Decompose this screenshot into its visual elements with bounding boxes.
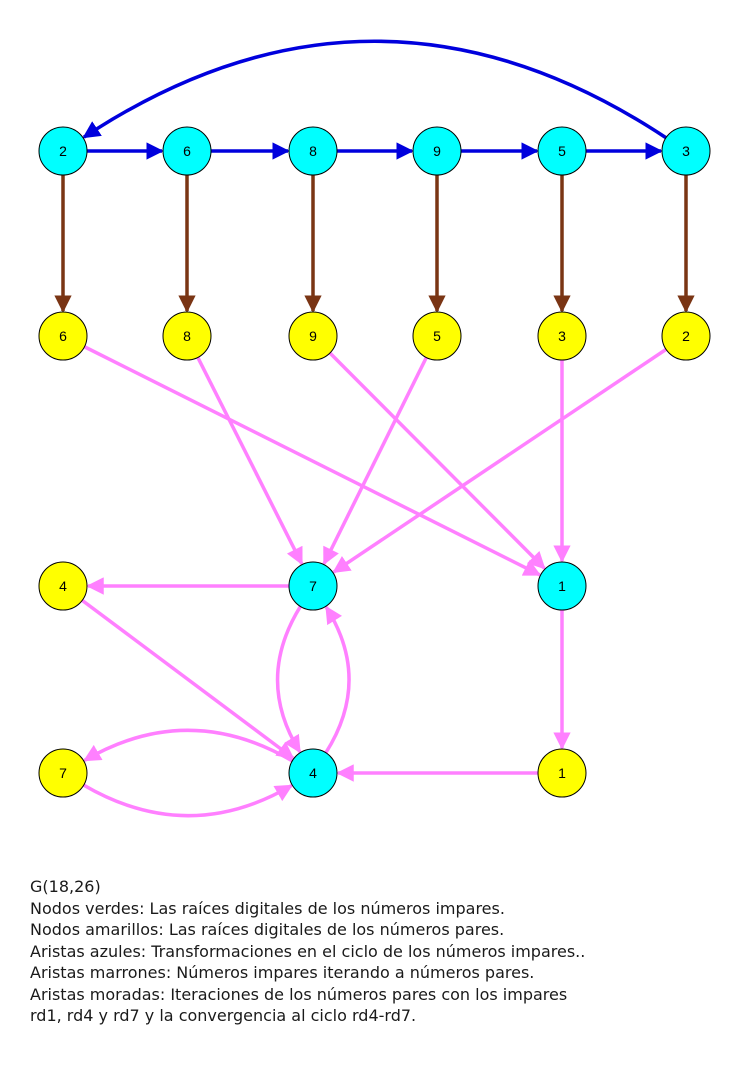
node-circle [162, 126, 212, 176]
node-circle [38, 126, 88, 176]
edge-purple-y6-to-c1 [83, 345, 542, 577]
node-even-y9: 9 [288, 311, 338, 361]
edge-purple-c7-to-c4 [275, 605, 302, 754]
node-circle [412, 126, 462, 176]
node-odd-c4: 4 [288, 748, 338, 798]
caption-blue-edges: Aristas azules: Transformaciones en el c… [30, 941, 586, 961]
node-circle [288, 311, 338, 361]
node-even-y1: 1 [537, 748, 587, 798]
node-circle [412, 311, 462, 361]
node-circle [537, 561, 587, 611]
node-circle [537, 126, 587, 176]
node-odd-c6: 6 [162, 126, 212, 176]
edge-purple-y2-to-c7 [332, 347, 668, 574]
edge-purple-y7-to-c4 [82, 783, 293, 818]
node-circle [537, 311, 587, 361]
node-circle [288, 126, 338, 176]
node-circle [288, 748, 338, 798]
node-even-y7: 7 [38, 748, 88, 798]
caption-odd-nodes: Nodos verdes: Las raíces digitales de lo… [30, 898, 505, 918]
edge-purple-c4-to-c7 [324, 605, 351, 754]
node-odd-c8: 8 [288, 126, 338, 176]
node-circle [288, 561, 338, 611]
node-label: 5 [558, 143, 566, 159]
node-circle [38, 748, 88, 798]
node-even-y6: 6 [38, 311, 88, 361]
caption-title: G(18,26) [30, 877, 101, 896]
node-label: 2 [59, 143, 67, 159]
node-label: 9 [309, 328, 317, 344]
node-circle [661, 311, 711, 361]
node-odd-c3: 3 [661, 126, 711, 176]
node-circle [38, 311, 88, 361]
node-even-y3: 3 [537, 311, 587, 361]
node-label: 7 [59, 765, 67, 781]
caption: G(18,26) Nodos verdes: Las raíces digita… [30, 876, 745, 1027]
edge-purple-y9-to-c1 [328, 351, 546, 570]
node-odd-c9: 9 [412, 126, 462, 176]
nodes-layer: 2 6 8 9 5 3 6 8 9 5 3 2 4 7 1 7 4 1 [38, 126, 711, 798]
node-label: 6 [183, 143, 191, 159]
node-circle [537, 748, 587, 798]
caption-even-nodes: Nodos amarillos: Las raíces digitales de… [30, 920, 505, 939]
node-circle [162, 311, 212, 361]
node-label: 7 [309, 578, 317, 594]
node-label: 4 [309, 765, 317, 781]
caption-purple-edges-cont: rd1, rd4 y rd7 y la convergencia al cicl… [30, 1006, 417, 1025]
edges-layer [54, 39, 695, 818]
node-label: 9 [433, 143, 441, 159]
node-odd-c5: 5 [537, 126, 587, 176]
edge-purple-y4-to-c4 [81, 598, 295, 760]
node-label: 5 [433, 328, 441, 344]
node-even-y8: 8 [162, 311, 212, 361]
node-label: 1 [558, 578, 566, 594]
node-odd-c1: 1 [537, 561, 587, 611]
digital-root-graph: 2 6 8 9 5 3 6 8 9 5 3 2 4 7 1 7 4 1 [38, 39, 711, 818]
node-even-y2: 2 [661, 311, 711, 361]
edge-blue-c3-to-c2 [82, 39, 667, 140]
edge-purple-c4-to-y7 [83, 728, 294, 763]
node-label: 1 [558, 765, 566, 781]
caption-brown-edges: Aristas marrones: Números impares iteran… [30, 963, 535, 982]
node-label: 8 [309, 143, 317, 159]
node-label: 6 [59, 328, 67, 344]
node-circle [661, 126, 711, 176]
node-odd-c7: 7 [288, 561, 338, 611]
caption-purple-edges: Aristas moradas: Iteraciones de los núme… [30, 984, 568, 1004]
node-label: 2 [682, 328, 690, 344]
edge-purple-y5-to-c7 [322, 356, 428, 566]
node-label: 3 [682, 143, 690, 159]
node-label: 3 [558, 328, 566, 344]
node-label: 8 [183, 328, 191, 344]
edge-purple-y8-to-c7 [196, 356, 304, 566]
node-label: 4 [59, 578, 67, 594]
node-circle [38, 561, 88, 611]
node-odd-c2: 2 [38, 126, 88, 176]
node-even-y4: 4 [38, 561, 88, 611]
node-even-y5: 5 [412, 311, 462, 361]
